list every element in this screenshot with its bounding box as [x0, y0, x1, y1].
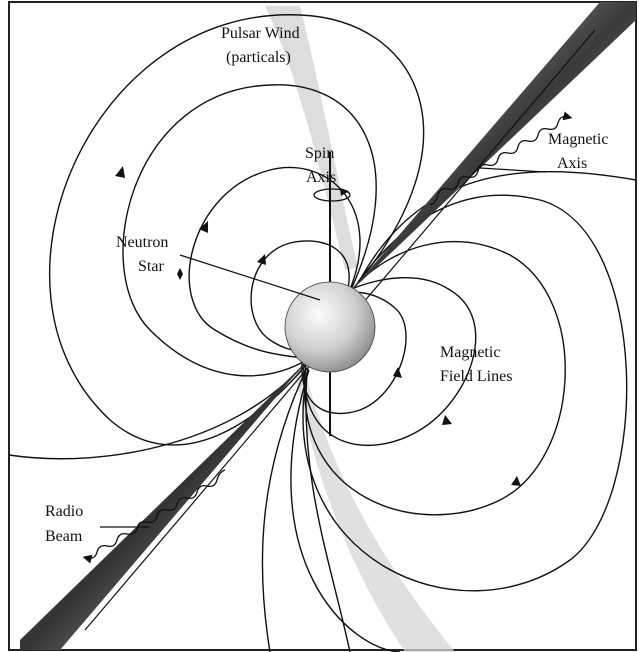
radio-beam-lower — [20, 362, 306, 650]
magnetic-axis-leader — [479, 167, 546, 173]
label-radio: Radio — [45, 503, 83, 520]
spin-rotation-arrow — [313, 188, 351, 202]
field-arrow-5 — [442, 415, 452, 425]
field-line-outer-left — [48, 14, 425, 446]
labels: Pulsar Wind (particals) Spin Axis Magnet… — [45, 25, 608, 545]
neutron-star-marker — [177, 268, 183, 280]
field-line-left-3 — [188, 166, 361, 359]
field-line-arrows — [115, 166, 521, 486]
label-pulsar-wind: Pulsar Wind — [221, 25, 300, 42]
field-line-right-6 — [359, 171, 637, 281]
radio-beam-upper — [350, 2, 636, 292]
label-particals: (particals) — [226, 49, 291, 66]
field-line-right-5 — [290, 369, 401, 652]
label-star: Star — [138, 258, 164, 275]
field-arrow-2 — [199, 221, 208, 233]
wave-upper — [429, 111, 573, 206]
label-magnetic-axis-1: Magnetic — [548, 131, 608, 148]
field-line-outer-left-2 — [8, 361, 307, 460]
label-spin: Spin — [305, 145, 334, 162]
field-line-left-4 — [250, 240, 350, 352]
field-line-right-2 — [303, 276, 477, 447]
field-line-bottom-2 — [305, 371, 351, 652]
field-arrow-3 — [257, 254, 266, 265]
pulsar-wind — [265, 6, 455, 652]
leader-lines — [100, 167, 546, 528]
neutron-star — [284, 281, 376, 373]
label-beam: Beam — [45, 528, 83, 545]
field-line-right-3 — [303, 241, 566, 516]
field-arrow-1 — [115, 166, 125, 178]
spin-arrow-head — [340, 188, 349, 196]
neutron-leader — [179, 254, 321, 301]
pulsar-wind-lower — [295, 370, 455, 652]
pulsar-wind-upper — [265, 6, 358, 270]
field-line-bottom-1 — [261, 371, 306, 652]
label-magnetic-axis-2: Axis — [557, 155, 587, 172]
field-arrow-6 — [511, 476, 521, 486]
wave-lower — [82, 469, 226, 564]
field-arrow-4 — [393, 367, 402, 378]
label-field-lines-1: Magnetic — [440, 344, 500, 361]
field-line-right-4 — [302, 194, 628, 592]
label-spin-axis: Axis — [306, 169, 336, 186]
label-neutron: Neutron — [116, 234, 168, 251]
field-line-left-2 — [122, 84, 377, 377]
radiation-waves — [82, 111, 573, 564]
label-field-lines-2: Field Lines — [440, 368, 512, 385]
